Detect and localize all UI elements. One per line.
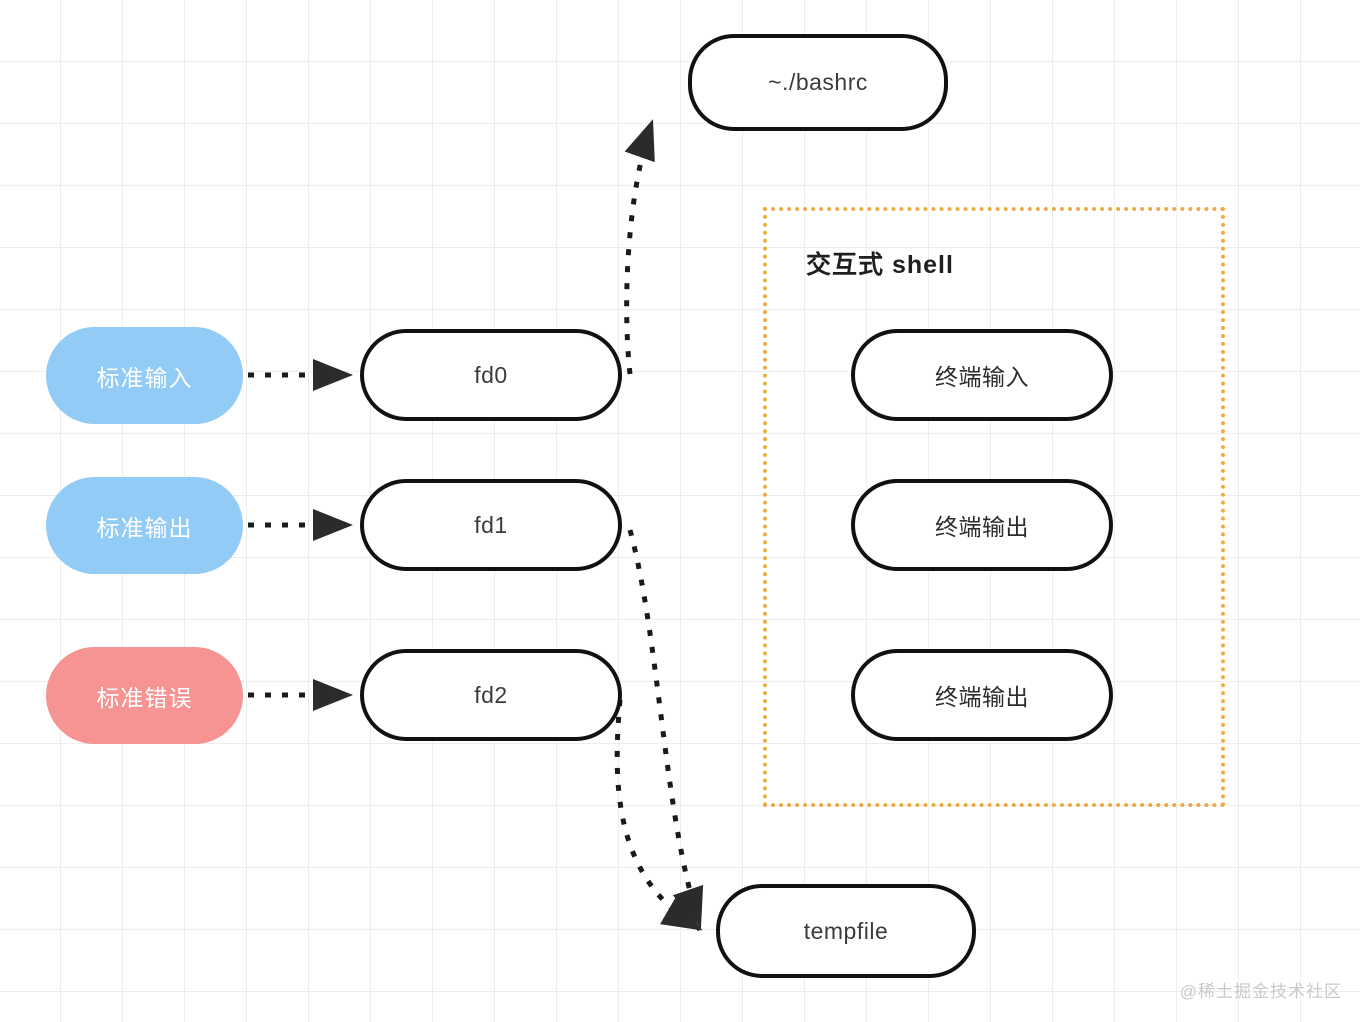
node-terminal-output-1-label: 终端输出 xyxy=(935,514,1029,540)
node-tempfile[interactable]: tempfile xyxy=(716,884,976,978)
node-fd0[interactable]: fd0 xyxy=(360,329,622,421)
source-pill-stderr[interactable]: 标准错误 xyxy=(46,647,243,744)
node-terminal-output-1[interactable]: 终端输出 xyxy=(851,479,1113,571)
node-fd0-label: fd0 xyxy=(474,361,508,388)
source-pill-stdout-label: 标准输出 xyxy=(96,514,193,541)
source-pill-stdout[interactable]: 标准输出 xyxy=(46,477,243,574)
group-interactive-shell xyxy=(763,207,1225,807)
edge-fd2-to-tempfile xyxy=(614,699,703,932)
node-fd2-label: fd2 xyxy=(474,681,508,708)
node-bashrc-label: ~./bashrc xyxy=(768,69,868,95)
node-bashrc[interactable]: ~./bashrc xyxy=(688,34,948,131)
group-interactive-shell-title: 交互式 shell xyxy=(806,251,954,279)
edge-fd1-to-tempfile xyxy=(627,529,704,928)
node-terminal-output-2[interactable]: 终端输出 xyxy=(851,649,1113,741)
node-fd1[interactable]: fd1 xyxy=(360,479,622,571)
source-pill-stdin-label: 标准输入 xyxy=(96,364,193,391)
node-terminal-output-2-label: 终端输出 xyxy=(935,684,1029,710)
watermark: @稀土掘金技术社区 xyxy=(1179,982,1342,1001)
node-tempfile-label: tempfile xyxy=(803,917,889,944)
node-terminal-input[interactable]: 终端输入 xyxy=(851,329,1113,421)
node-fd1-label: fd1 xyxy=(474,511,508,538)
node-terminal-input-label: 终端输入 xyxy=(935,364,1029,390)
source-pill-stdin[interactable]: 标准输入 xyxy=(46,327,243,424)
source-pill-stderr-label: 标准错误 xyxy=(96,684,193,711)
node-fd2[interactable]: fd2 xyxy=(360,649,622,741)
edge-fd0-to-bashrc xyxy=(624,119,655,375)
